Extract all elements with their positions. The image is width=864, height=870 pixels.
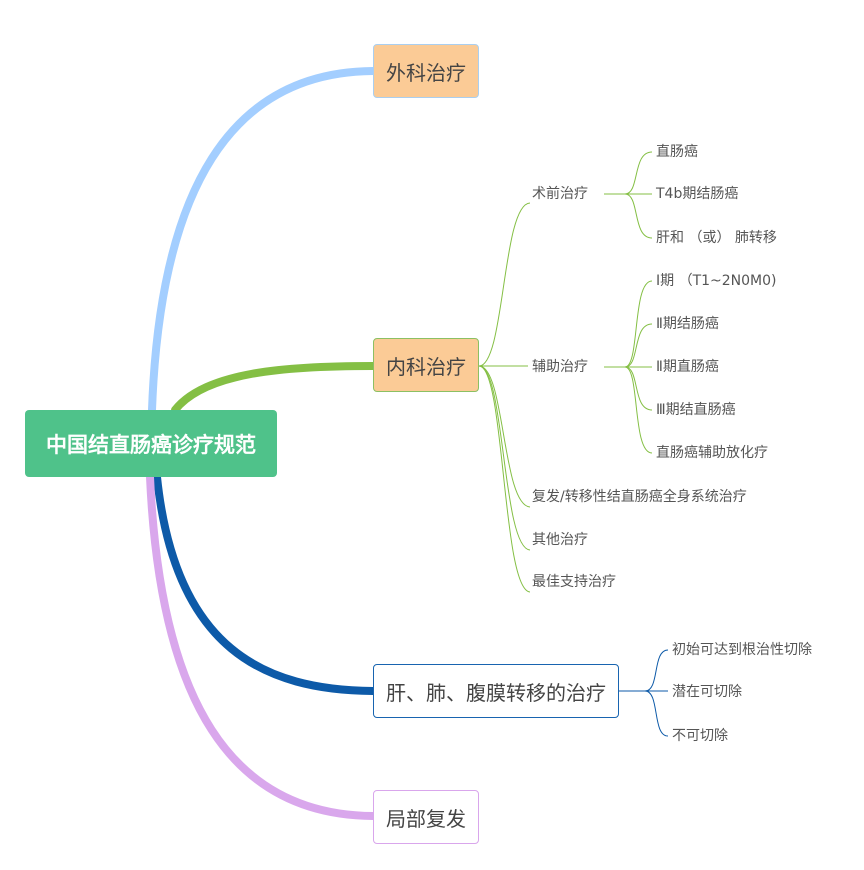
branch-link-recurrence	[146, 473, 377, 820]
adjuvant-item-stage3[interactable]: Ⅲ期结直肠癌	[656, 402, 736, 418]
metastasis-item-resectable[interactable]: 初始可达到根治性切除	[672, 642, 812, 658]
branch-link-surgery	[148, 67, 377, 414]
adjuvant-item-stage2-colon[interactable]: Ⅱ期结肠癌	[656, 316, 719, 332]
medical-sub-links	[478, 151, 653, 593]
preop-node[interactable]: 术前治疗	[532, 186, 588, 202]
metastasis-item-unresectable[interactable]: 不可切除	[672, 728, 728, 744]
preop-item-t4b[interactable]: T4b期结肠癌	[656, 186, 739, 202]
support-node[interactable]: 最佳支持治疗	[532, 574, 616, 590]
other-node[interactable]: 其他治疗	[532, 532, 588, 548]
adjuvant-item-stage1[interactable]: Ⅰ期 （T1~2N0M0)	[656, 273, 777, 289]
preop-item-liver-lung[interactable]: 肝和 （或） 肺转移	[656, 230, 777, 246]
medical-node[interactable]: 内科治疗	[373, 338, 479, 392]
root-node[interactable]: 中国结直肠癌诊疗规范	[25, 410, 277, 477]
surgery-node[interactable]: 外科治疗	[373, 44, 479, 98]
metastasis-node[interactable]: 肝、肺、腹膜转移的治疗	[373, 664, 619, 718]
systemic-node[interactable]: 复发/转移性结直肠癌全身系统治疗	[532, 489, 747, 505]
adjuvant-item-stage2-rectal[interactable]: Ⅱ期直肠癌	[656, 359, 719, 375]
branch-link-metastasis	[153, 473, 377, 695]
preop-item-rectal[interactable]: 直肠癌	[656, 144, 698, 160]
metastasis-item-potentially[interactable]: 潜在可切除	[672, 684, 742, 700]
branch-link-medical	[171, 362, 377, 414]
adjuvant-node[interactable]: 辅助治疗	[532, 359, 588, 375]
recurrence-node[interactable]: 局部复发	[373, 790, 479, 844]
adjuvant-item-chemoradiation[interactable]: 直肠癌辅助放化疗	[656, 445, 768, 461]
metastasis-sub-links	[619, 649, 669, 737]
